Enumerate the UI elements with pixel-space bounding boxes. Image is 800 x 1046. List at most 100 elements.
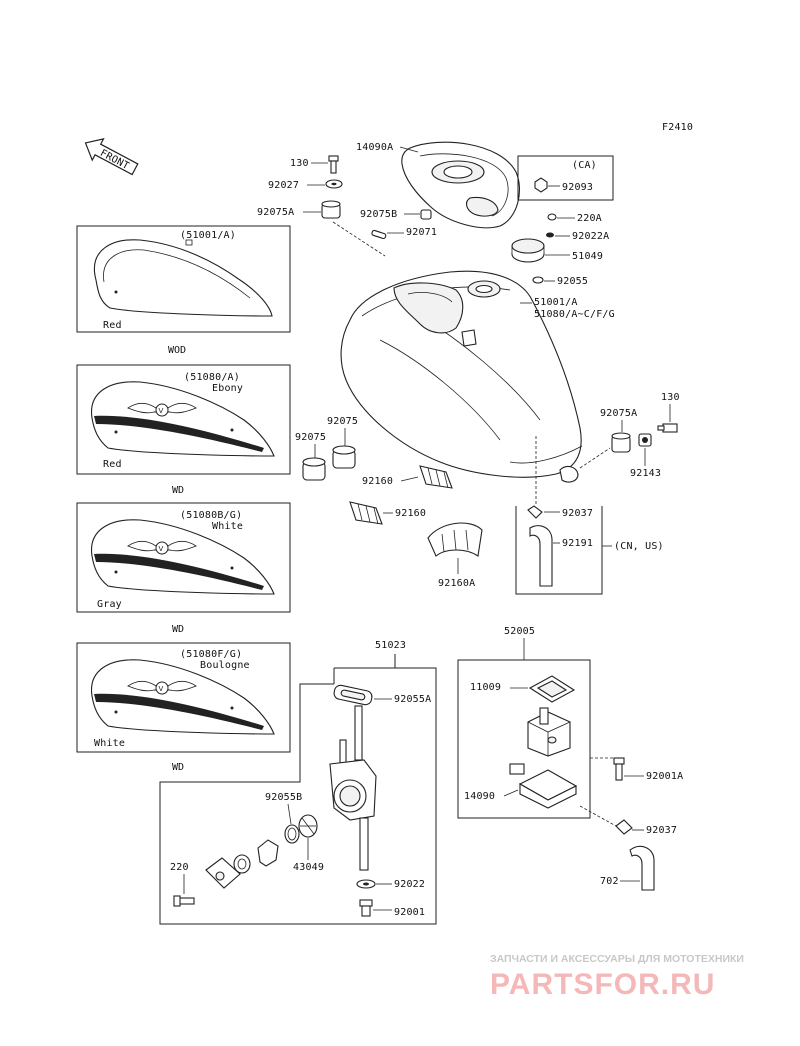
label-51080: 51080/A~C/F/G — [534, 309, 615, 320]
bracket-14090 — [518, 769, 578, 809]
bolt-130-right — [657, 423, 678, 433]
o-ring-92055 — [532, 276, 544, 284]
label-92075: 92075 — [327, 416, 358, 427]
screw-220 — [173, 895, 195, 907]
bolt-92001 — [359, 899, 373, 917]
variant-code: (51080F/G) — [180, 649, 242, 660]
label-220: 220 — [170, 862, 189, 873]
variant-color: Ebony — [212, 383, 243, 394]
label-220A: 220A — [577, 213, 602, 224]
fuel-tank-side-view — [93, 239, 273, 317]
gasket-11009 — [528, 675, 576, 703]
fuel-cap-51049 — [511, 238, 545, 263]
variant-color: Boulogne — [200, 660, 250, 671]
variant-code: (51080B/G) — [180, 510, 242, 521]
label-51001A: 51001/A — [534, 297, 578, 308]
label-92037: 92037 — [646, 825, 677, 836]
fuel-cock-frame — [159, 654, 437, 925]
label-92071: 92071 — [406, 227, 437, 238]
bolt-130 — [328, 155, 339, 174]
watermark-tagline: ЗАПЧАСТИ И АКСЕССУАРЫ ДЛЯ МОТОТЕХНИКИ — [490, 953, 744, 965]
label-92027: 92027 — [268, 180, 299, 191]
label-92160A: 92160A — [438, 578, 475, 589]
pin-92071 — [371, 229, 387, 240]
label-130: 130 — [290, 158, 309, 169]
label-702: 702 — [600, 876, 619, 887]
collar-92143 — [638, 433, 652, 447]
label-92075A: 92075A — [600, 408, 637, 419]
lever-parts — [205, 839, 279, 889]
label-92022: 92022 — [394, 879, 425, 890]
label-92075A: 92075A — [257, 207, 294, 218]
fuel-pump-frame — [457, 659, 591, 819]
variant-caption: WOD — [168, 345, 186, 356]
gasket-92055A — [333, 684, 373, 706]
label-51023: 51023 — [375, 640, 406, 651]
o-ring-92055B — [284, 824, 300, 844]
rubber-92160-a — [419, 465, 453, 489]
label-92160: 92160 — [362, 476, 393, 487]
label-11009: 11009 — [470, 682, 501, 693]
variant-panel-4: (51080F/G) Boulogne V White — [76, 642, 291, 753]
damper-92075A-right — [611, 432, 631, 453]
variant-color: White — [212, 521, 243, 532]
winged-emblem-icon: V — [127, 540, 197, 555]
paint-label: Gray — [97, 599, 122, 610]
clip-92037-b — [615, 819, 633, 835]
label-14090A: 14090A — [356, 142, 393, 153]
winged-emblem-icon: V — [127, 680, 197, 695]
label-92001A: 92001A — [646, 771, 683, 782]
ca-option-box: (CA) 92093 — [517, 155, 614, 201]
label-92055: 92055 — [557, 276, 588, 287]
bolt-92001A — [613, 757, 625, 781]
label-52005: 52005 — [504, 626, 535, 637]
tank-cover-14090A — [401, 141, 520, 229]
label-43049: 43049 — [293, 862, 324, 873]
svg-text:V: V — [159, 407, 164, 415]
label-51049: 51049 — [572, 251, 603, 262]
hose-92191 — [529, 525, 553, 587]
label-92055B: 92055B — [265, 792, 302, 803]
label-92022A: 92022A — [572, 231, 609, 242]
variant-panel-1: (51001/A) Red — [76, 225, 291, 333]
paint-label: White — [94, 738, 125, 749]
grommet-92075B — [420, 209, 432, 220]
front-arrow-icon: FRONT — [84, 138, 139, 176]
variant-caption: WD — [172, 485, 184, 496]
label-14090: 14090 — [464, 791, 495, 802]
label-92037: 92037 — [562, 508, 593, 519]
winged-emblem-icon: V — [127, 402, 197, 417]
label-92093: 92093 — [562, 182, 593, 193]
paint-label: Red — [103, 459, 122, 470]
label-ca: (CA) — [572, 160, 597, 171]
label-92075: 92075 — [295, 432, 326, 443]
label-92143: 92143 — [630, 468, 661, 479]
label-92191: 92191 — [562, 538, 593, 549]
label-92075B: 92075B — [360, 209, 397, 220]
screw-220A — [547, 213, 557, 221]
paint-label: Red — [103, 320, 122, 331]
variant-caption: WD — [172, 624, 184, 635]
rubber-92160-b — [349, 501, 383, 525]
variant-panel-3: (51080B/G) White V Gray — [76, 502, 291, 613]
watermark-brand: PARTSFOR.RU — [490, 968, 715, 1001]
variant-caption: WD — [172, 762, 184, 773]
damper-92075A — [321, 200, 341, 219]
figure-code: F2410 — [662, 122, 693, 133]
svg-text:V: V — [159, 545, 164, 553]
damper-92075-right — [332, 445, 356, 469]
label-130: 130 — [661, 392, 680, 403]
label-92055A: 92055A — [394, 694, 431, 705]
rubber-92160A — [427, 522, 483, 557]
variant-code: (51001/A) — [180, 230, 236, 241]
fuel-cock-body — [329, 705, 377, 871]
svg-text:V: V — [159, 685, 164, 693]
washer-92022A — [546, 232, 554, 238]
hose-702 — [629, 845, 655, 891]
damper-92075-left — [302, 457, 326, 481]
variant-code: (51080/A) — [184, 372, 240, 383]
fuel-pump-body — [509, 707, 571, 775]
label-92001: 92001 — [394, 907, 425, 918]
label-cn-us: (CN, US) — [614, 541, 664, 552]
